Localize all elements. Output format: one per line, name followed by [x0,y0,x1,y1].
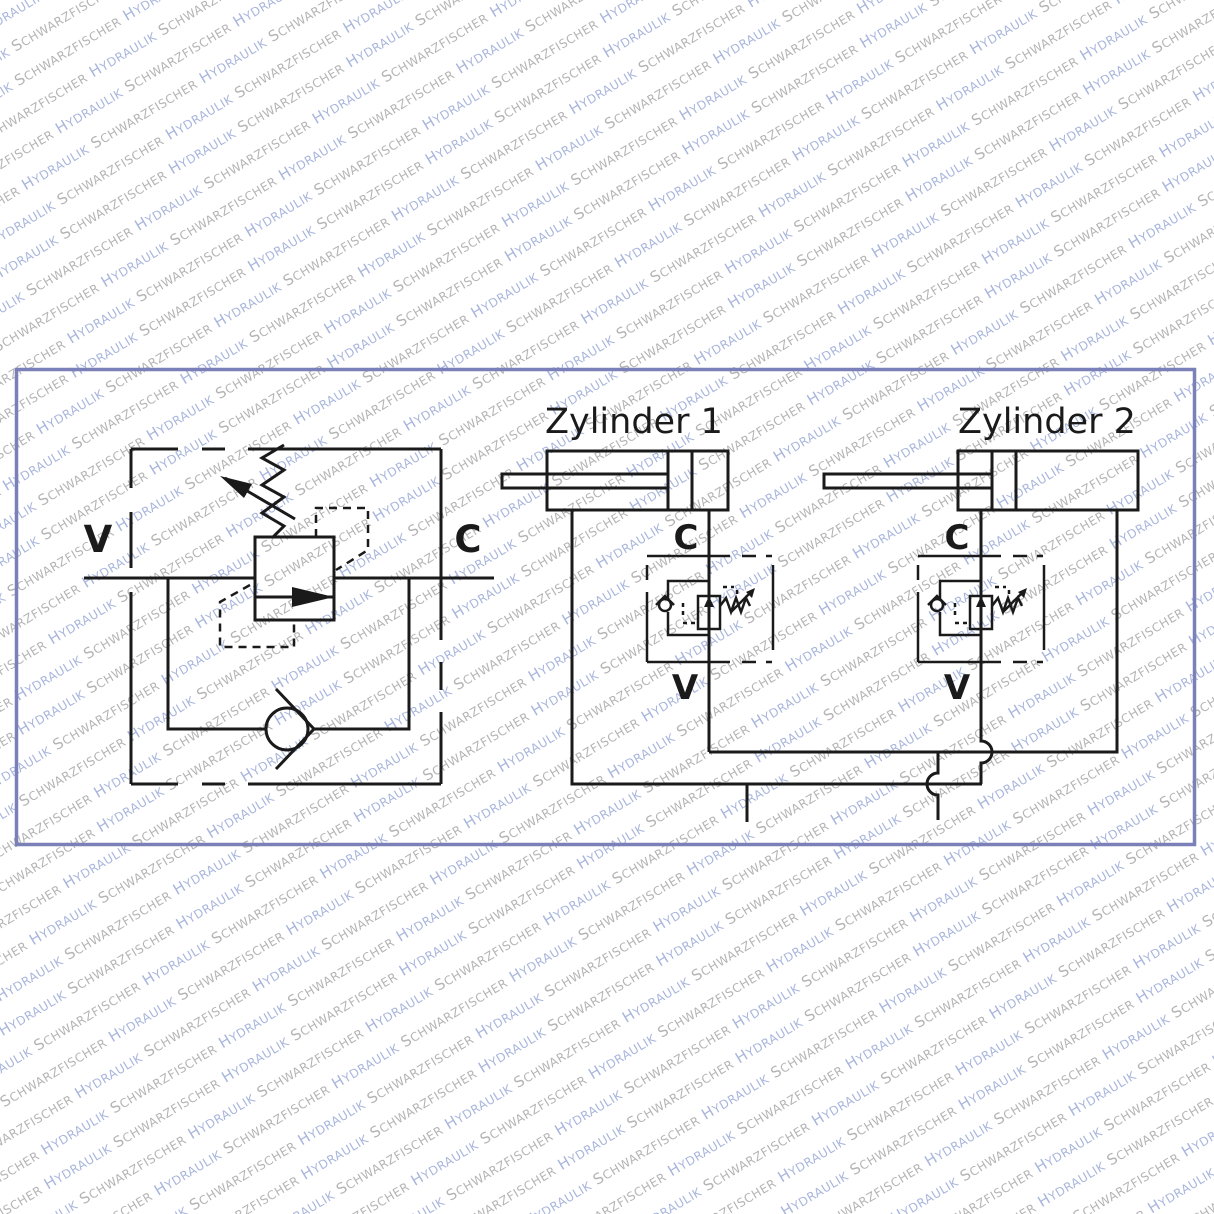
cylinder-1: Zylinder 1 [500,402,982,822]
cyl2-valve-module [916,554,1046,664]
cyl2-port-label-c: C [945,518,970,558]
cyl1-port-label-c: C [674,518,699,558]
port-label-c: C [454,518,481,561]
counterbalance-valve-symbol: V C [84,443,494,786]
supply-line-b [925,752,940,820]
cylinder-2-title: Zylinder 2 [958,402,1136,442]
pilot-line-v [218,583,296,649]
bypass-line-left [166,578,266,731]
cylinder-2: Zylinder 2 [822,402,1140,820]
cyl1-valve-module [645,554,775,664]
cyl2-rod-side-line [979,510,994,784]
check-valve-icon [264,687,317,771]
cylinder-2-symbol [822,449,1140,512]
bypass-line-right [314,578,411,731]
pilot-line-c [314,506,370,572]
cyl2-bore-line [995,510,1119,754]
frame-border [14,367,1197,847]
valve-enclosure [129,447,443,786]
cyl1-rod-side-line [570,510,982,786]
adjustable-spring-icon [220,443,296,539]
cyl1-port-label-v: V [672,668,699,708]
cylinder-1-symbol [500,449,730,512]
port-label-v: V [84,518,113,561]
cyl2-port-label-v: V [944,668,971,708]
pressure-valve-body [253,535,336,622]
cylinder-1-title: Zylinder 1 [545,402,723,442]
